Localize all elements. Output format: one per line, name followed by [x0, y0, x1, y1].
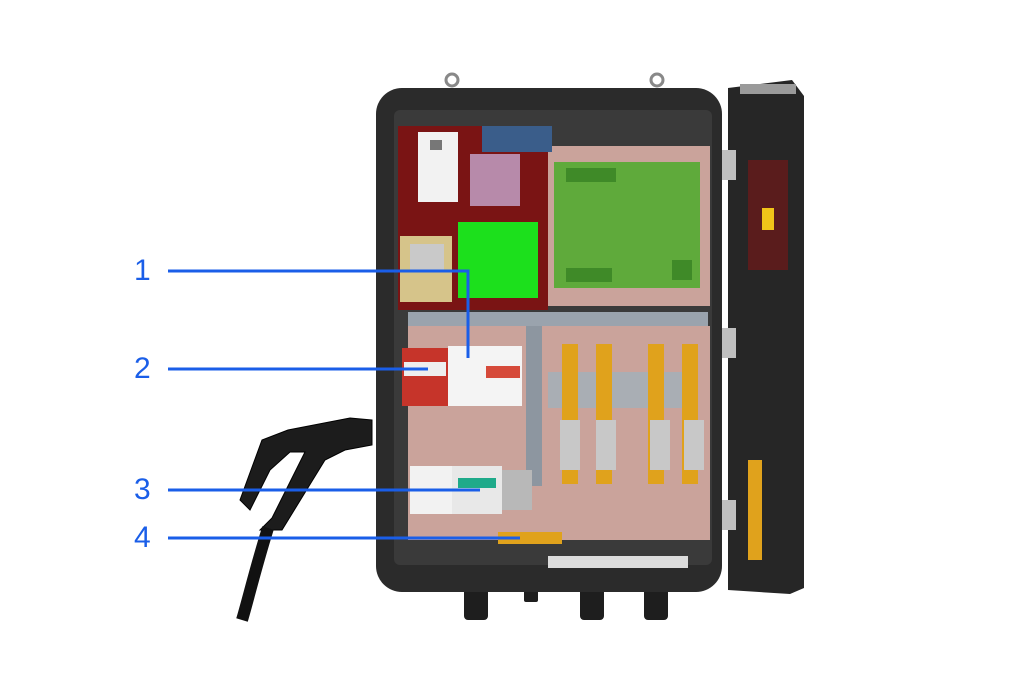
callout-leaders	[168, 269, 520, 540]
main-breaker	[448, 346, 522, 406]
small-control-board	[458, 222, 538, 298]
leader-1	[168, 269, 470, 358]
communication-module	[482, 126, 552, 152]
cable-trunking	[526, 326, 542, 486]
callout-number-1: 1	[134, 254, 151, 287]
energy-meter	[418, 132, 458, 202]
earth-busbar	[498, 532, 562, 544]
lifting-eyes	[444, 72, 665, 88]
callout-number-3: 3	[134, 473, 151, 506]
transformer	[400, 236, 452, 302]
din-rail-top	[408, 312, 708, 326]
callout-number-2: 2	[134, 352, 151, 385]
charging-gun	[236, 417, 373, 622]
power-supply-module	[470, 154, 520, 206]
cable-glands	[464, 588, 668, 620]
surge-protector	[402, 348, 448, 406]
charging-cable	[236, 526, 274, 622]
open-door	[722, 80, 804, 594]
callout-number-4: 4	[134, 521, 151, 554]
bottom-terminal-row	[548, 556, 688, 568]
contactors	[548, 344, 704, 484]
main-control-board	[554, 162, 700, 288]
